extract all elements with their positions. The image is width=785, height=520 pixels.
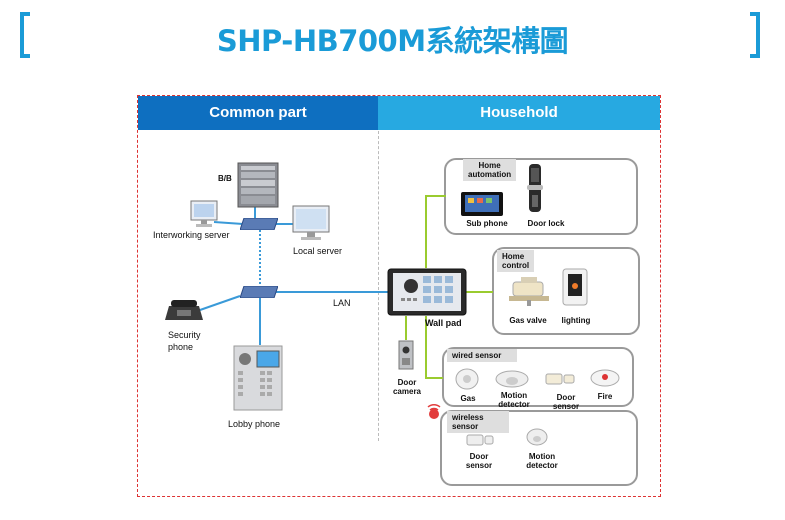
wireless-signal-icon — [427, 403, 441, 419]
item-wireless-door-line2: sensor — [465, 461, 493, 470]
group-title-wireless-sensor-line1: wireless — [452, 413, 484, 422]
item-wireless-motion-line2: detector — [526, 461, 558, 470]
group-title-wireless-sensor-line2: sensor — [452, 422, 479, 431]
label-door-camera-line1: Door — [397, 378, 417, 387]
label-bb: B/B — [218, 174, 232, 183]
wired-door-sensor-icon — [545, 373, 575, 385]
lobby-phone-icon — [233, 345, 283, 411]
security-phone-icon — [165, 300, 203, 320]
label-interworking-server: Interworking server — [153, 230, 230, 240]
wall-pad-icon — [387, 268, 467, 316]
interworking-server-monitor-icon — [190, 200, 218, 227]
bb-rack-icon — [237, 162, 279, 208]
item-wired-gas: Gas — [460, 394, 476, 403]
wired-motion-detector-icon — [495, 370, 529, 388]
local-server-monitor-icon — [292, 205, 330, 240]
interworking-link — [213, 221, 244, 225]
right-bracket — [750, 12, 760, 58]
item-lighting: lighting — [561, 316, 591, 325]
label-door-camera-line2: camera — [392, 387, 422, 396]
group-title-home-control-line1: Home — [502, 252, 525, 261]
security-phone-wire — [199, 295, 241, 311]
group-title-home-control-line2: control — [502, 261, 530, 270]
page-title: SHP-HB700M系統架構圖 — [216, 24, 569, 58]
item-wired-door-line2: sensor — [552, 402, 580, 411]
item-wired-motion-line2: detector — [498, 400, 530, 409]
label-local-server: Local server — [293, 246, 343, 256]
label-wall-pad: Wall pad — [425, 318, 462, 328]
label-lan: LAN — [333, 298, 351, 308]
group-title-home-automation-line2: automation — [468, 170, 512, 179]
group-label-wireless-sensor: wireless sensor — [447, 411, 509, 433]
gas-valve-icon — [509, 277, 549, 306]
item-sub-phone: Sub phone — [466, 219, 508, 228]
sub-phone-icon — [461, 192, 503, 216]
item-wired-motion-line1: Motion — [500, 391, 528, 400]
section-header-household: Household — [378, 96, 660, 130]
door-camera-icon — [398, 340, 414, 370]
item-gas-valve: Gas valve — [509, 316, 547, 325]
wireless-door-sensor-icon — [466, 434, 494, 446]
gas-sensor-icon — [455, 368, 479, 390]
item-wired-fire: Fire — [597, 392, 613, 401]
item-wireless-door-line1: Door — [469, 452, 489, 461]
section-divider — [378, 131, 379, 441]
item-door-lock: Door lock — [527, 219, 565, 228]
label-lobby-phone: Lobby phone — [228, 419, 281, 429]
network-switch-lower-icon — [240, 286, 278, 298]
group-label-wired-sensor: wired sensor — [447, 349, 517, 362]
label-security-phone-line1: Security — [168, 330, 201, 340]
wired-sensor-wire — [425, 316, 443, 379]
label-security-phone-line2: phone — [168, 342, 194, 352]
group-label-home-automation: Home automation — [463, 159, 517, 181]
left-bracket — [20, 12, 30, 58]
door-lock-icon — [527, 164, 543, 212]
section-header-common: Common part — [138, 96, 378, 130]
item-wireless-motion-line1: Motion — [528, 452, 556, 461]
fire-sensor-icon — [590, 369, 620, 387]
group-title-home-automation-line1: Home — [478, 161, 501, 170]
group-label-home-control: Home control — [497, 250, 535, 272]
automation-wire — [425, 195, 446, 268]
wireless-motion-detector-icon — [526, 428, 548, 446]
lighting-switch-icon — [562, 268, 588, 306]
item-wired-door-line1: Door — [556, 393, 576, 402]
network-switch-upper-icon — [240, 218, 278, 230]
diagram-frame — [137, 95, 661, 497]
